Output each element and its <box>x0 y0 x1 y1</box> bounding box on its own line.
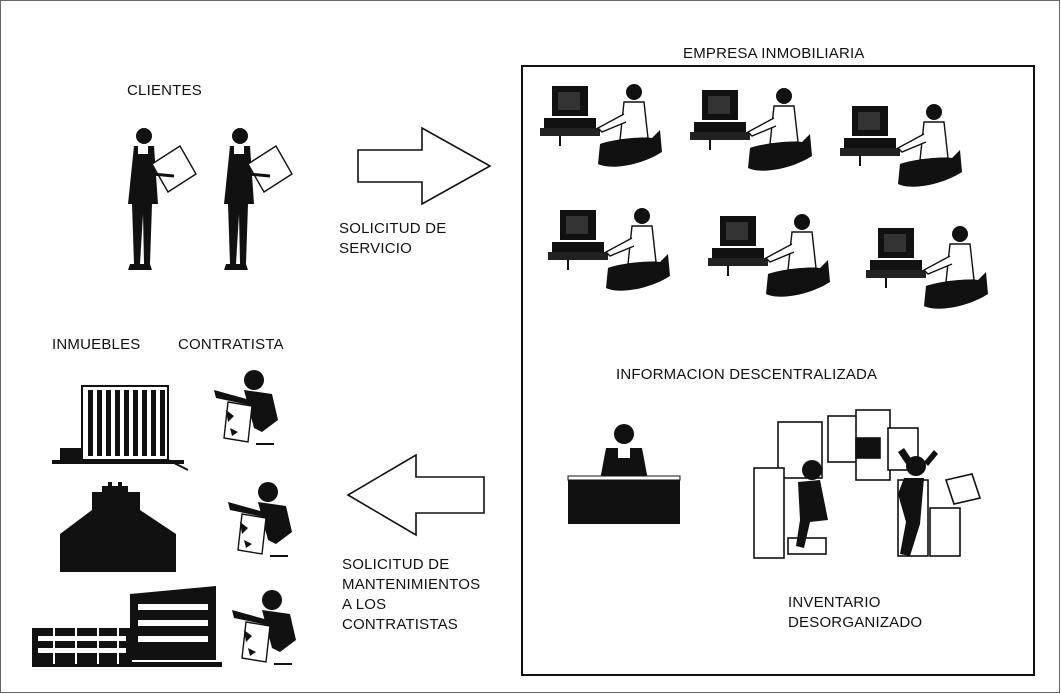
service-request-label: SOLICITUD DE SERVICIO <box>339 220 447 257</box>
company-label: EMPRESA INMOBILIARIA <box>683 45 865 62</box>
computer-worker-icon <box>839 103 963 188</box>
computer-worker-icon <box>707 213 831 298</box>
company-box <box>521 65 1035 676</box>
properties-label: INMUEBLES <box>52 336 141 353</box>
computer-worker-icon <box>539 83 663 168</box>
contractor-icon <box>227 481 293 557</box>
person-at-desk-icon <box>567 424 681 524</box>
clients-label: CLIENTES <box>127 82 202 99</box>
contractor-label: CONTRATISTA <box>178 336 284 353</box>
maintenance-request-label: SOLICITUD DE MANTENIMIENTOS A LOS CONTRA… <box>342 556 481 633</box>
businessman-with-clipboard-icon <box>224 128 293 270</box>
businessman-with-clipboard-icon <box>128 128 197 270</box>
computer-worker-icon <box>865 225 989 310</box>
building-icon <box>32 586 222 667</box>
decentralized-info-label: INFORMACION DESCENTRALIZADA <box>616 366 878 383</box>
computer-worker-icon <box>547 207 671 292</box>
inventory-label: INVENTARIO DESORGANIZADO <box>788 594 923 631</box>
arrow-left-icon <box>346 453 485 537</box>
contractor-icon <box>213 369 279 445</box>
house-icon <box>60 482 176 572</box>
computer-worker-icon <box>689 87 813 172</box>
contractor-icon <box>231 589 297 665</box>
building-icon <box>52 385 189 471</box>
disorganized-inventory-icon <box>753 409 982 559</box>
arrow-right-icon <box>357 126 492 206</box>
